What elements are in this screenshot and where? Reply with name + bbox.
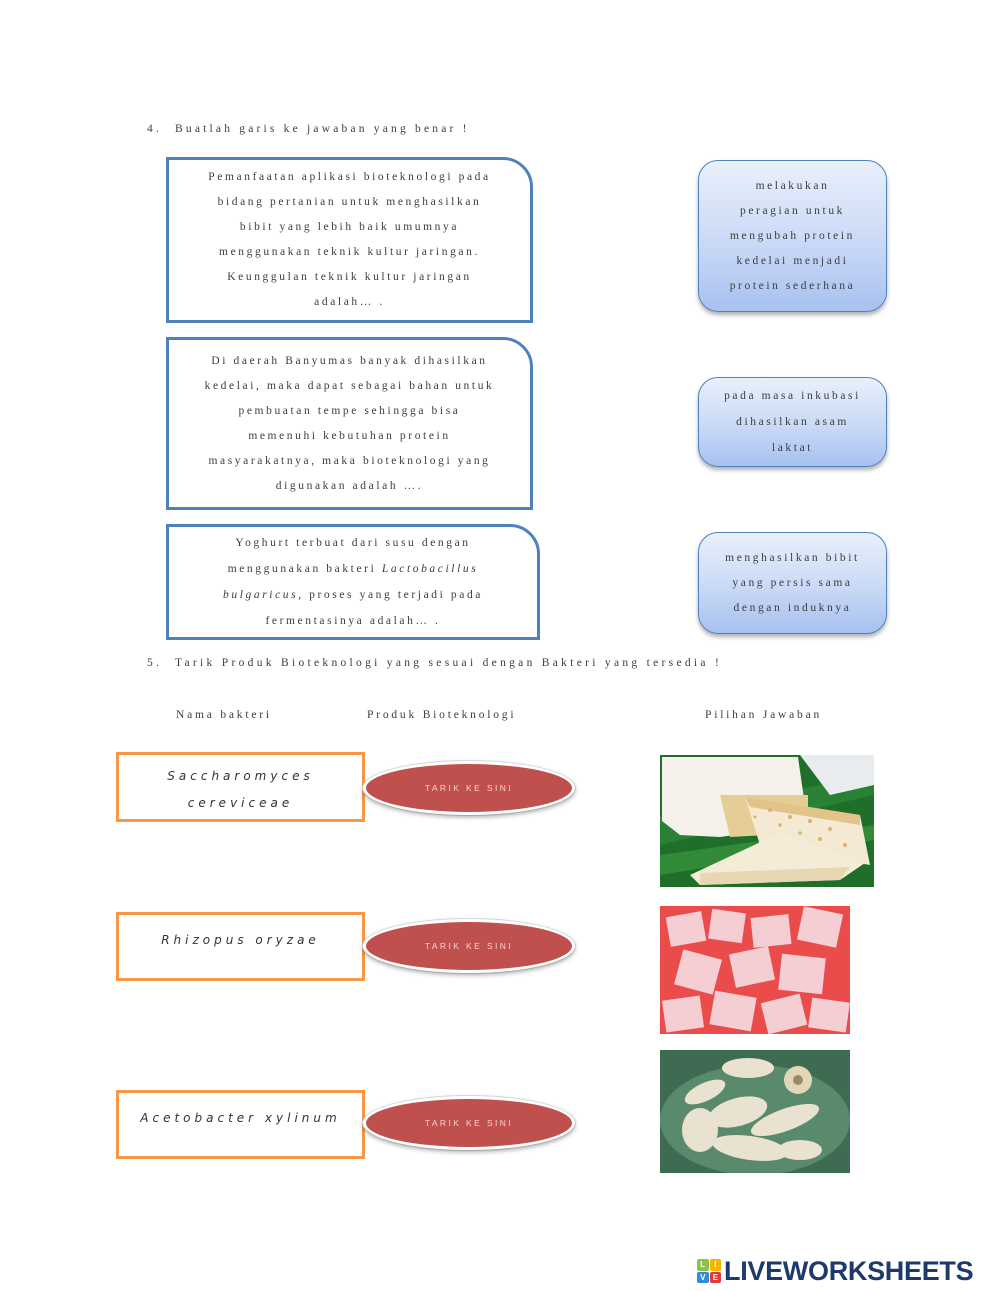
- choice-nata-de-coco-photo[interactable]: [660, 906, 850, 1034]
- question-instruction: Tarik Produk Bioteknologi yang sesuai de…: [175, 657, 723, 669]
- choice-tape-photo[interactable]: [660, 1050, 850, 1173]
- question-text: digunakan adalah ….: [275, 479, 424, 492]
- answer-text: protein sederhana: [729, 279, 856, 292]
- liveworksheets-logo: L I V E LIVEWORKSHEETS: [697, 1255, 974, 1286]
- question-5-title: 5. Tarik Produk Bioteknologi yang sesuai …: [147, 657, 722, 669]
- answer-text: peragian untuk: [739, 204, 846, 217]
- answer-text: melakukan: [755, 179, 830, 192]
- live-badge-icon: L I V E: [697, 1259, 721, 1283]
- answer-text: dengan induknya: [733, 601, 852, 614]
- question-number: 5.: [147, 657, 163, 669]
- answer-text: dihasilkan asam: [736, 416, 849, 428]
- tape-singkong-icon: [660, 1050, 850, 1173]
- question-text: bidang pertanian untuk menghasilkan: [217, 196, 482, 208]
- question-box-3[interactable]: Yoghurt terbuat dari susu dengan menggun…: [166, 524, 540, 640]
- answer-text: menghasilkan bibit: [725, 551, 860, 564]
- badge-letter: V: [697, 1271, 709, 1283]
- question-text: masyarakatnya, maka bioteknologi yang: [208, 454, 491, 467]
- bacteria-box-acetobacter: Acetobacter xylinum: [116, 1090, 365, 1159]
- bacteria-box-saccharomyces: Saccharomyces cereviceae: [116, 752, 365, 822]
- question-box-1[interactable]: Pemanfaatan aplikasi bioteknologi pada b…: [166, 157, 533, 323]
- question-text: kedelai, maka dapat sebagai bahan untuk: [204, 379, 495, 392]
- bacteria-name: Acetobacter xylinum: [140, 1111, 341, 1125]
- question-text: memenuhi kebutuhan protein: [248, 429, 451, 442]
- column-header-choices: Pilihan Jawaban: [705, 709, 823, 721]
- question-text: Di daerah Banyumas banyak dihasilkan: [211, 354, 488, 367]
- nata-de-coco-icon: [660, 906, 850, 1034]
- answer-text: pada masa inkubasi: [724, 390, 861, 402]
- drop-target-2[interactable]: TARIK KE SINI: [363, 919, 575, 973]
- bacteria-name: Saccharomyces: [167, 769, 314, 783]
- bacteria-name: Rhizopus oryzae: [161, 933, 320, 947]
- tempeh-icon: [660, 755, 874, 887]
- answer-text: laktat: [771, 442, 814, 454]
- question-text: bibit yang lebih baik umumnya: [239, 221, 460, 233]
- question-text: fermentasinya adalah… .: [265, 615, 441, 627]
- question-4-title: 4. Buatlah garis ke jawaban yang benar !: [147, 123, 470, 135]
- question-text: pembuatan tempe sehingga bisa: [238, 404, 461, 417]
- question-text-part: menggunakan bakteri: [227, 563, 377, 575]
- question-text-part: , proses yang terjadi pada: [298, 589, 483, 601]
- bacteria-box-rhizopus: Rhizopus oryzae: [116, 912, 365, 981]
- bacteria-name: cereviceae: [187, 796, 294, 810]
- badge-letter: L: [697, 1259, 709, 1271]
- drop-target-3[interactable]: TARIK KE SINI: [363, 1096, 575, 1150]
- species-name: bulgaricus: [223, 589, 299, 601]
- question-box-2[interactable]: Di daerah Banyumas banyak dihasilkan ked…: [166, 337, 533, 510]
- question-instruction: Buatlah garis ke jawaban yang benar !: [175, 123, 470, 135]
- column-header-product: Produk Bioteknologi: [367, 709, 517, 721]
- choice-tempeh-photo[interactable]: [660, 755, 874, 887]
- answer-text: yang persis sama: [732, 576, 853, 589]
- answer-box-1[interactable]: melakukan peragian untuk mengubah protei…: [698, 160, 887, 312]
- answer-text: kedelai menjadi: [736, 254, 849, 267]
- question-text: Yoghurt terbuat dari susu dengan: [235, 537, 471, 549]
- question-text: Keunggulan teknik kultur jaringan: [227, 271, 472, 283]
- logo-text: LIVEWORKSHEETS: [724, 1255, 974, 1286]
- drop-target-1[interactable]: TARIK KE SINI: [363, 761, 575, 815]
- question-text: menggunakan bakteri Lactobacillus: [228, 556, 479, 582]
- question-text: menggunakan teknik kultur jaringan.: [219, 246, 480, 258]
- badge-letter: I: [709, 1259, 721, 1271]
- answer-box-2[interactable]: pada masa inkubasi dihasilkan asam lakta…: [698, 377, 887, 467]
- question-text: Pemanfaatan aplikasi bioteknologi pada: [208, 171, 491, 183]
- badge-letter: E: [709, 1271, 721, 1283]
- species-name: Lactobacillus: [381, 563, 479, 575]
- answer-box-3[interactable]: menghasilkan bibit yang persis sama deng…: [698, 532, 887, 634]
- column-header-bacteria: Nama bakteri: [176, 709, 272, 721]
- question-text: adalah… .: [314, 296, 385, 308]
- question-number: 4.: [147, 123, 163, 135]
- question-text: bulgaricus, proses yang terjadi pada: [223, 582, 483, 608]
- answer-text: mengubah protein: [730, 229, 855, 242]
